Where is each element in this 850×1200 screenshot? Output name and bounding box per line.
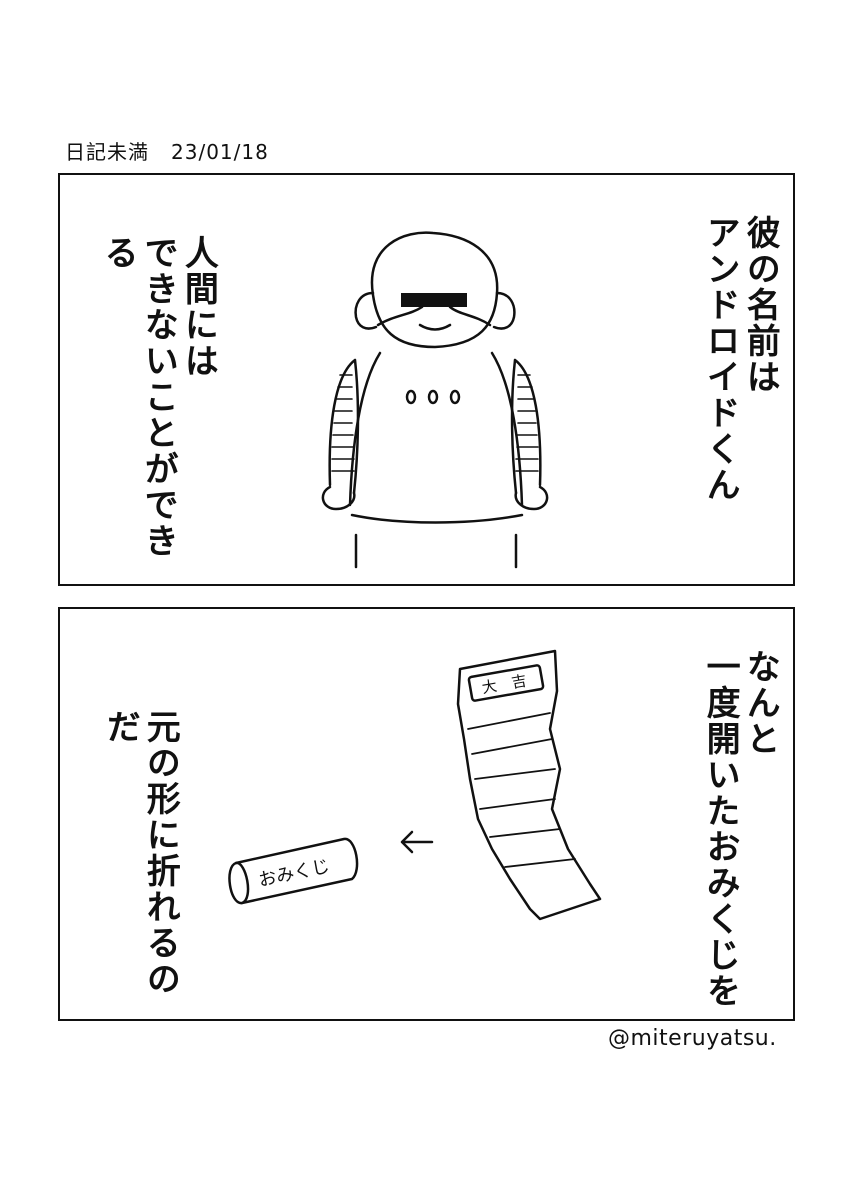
- slip-header-box: [467, 664, 545, 702]
- android-button: [405, 389, 417, 405]
- panel2-narration-right: なんと 一度開いたおみくじを: [700, 649, 780, 1009]
- android-right-ear: [492, 291, 516, 330]
- android-waist: [350, 513, 524, 524]
- android-button: [449, 389, 461, 405]
- comic-panel-2: なんと 一度開いたおみくじを 元の形に折れるのだ 大 吉 おみくじ: [58, 607, 795, 1021]
- narration-line: なんと: [740, 649, 781, 757]
- omikuji-illustration: 大 吉 おみくじ: [228, 649, 602, 921]
- page-header: 日記未満 23/01/18: [65, 136, 269, 165]
- android-face-plate: [376, 305, 492, 327]
- panel1-narration-right: 彼の名前は アンドロイドくん: [700, 215, 780, 503]
- arrow-icon: [400, 830, 434, 854]
- android-visor: [401, 293, 467, 307]
- unfolded-omikuji-slip: [456, 649, 602, 921]
- android-right-hand: [514, 485, 549, 511]
- android-legs: [354, 533, 518, 569]
- android-button: [427, 389, 439, 405]
- narration-line: 彼の名前は: [740, 215, 781, 395]
- narration-line: 一度開いたおみくじを: [700, 649, 741, 1009]
- panel2-narration-left: 元の形に折れるのだ: [100, 709, 180, 1019]
- narration-line: 人間には: [178, 235, 219, 379]
- android-right-arm: [510, 358, 542, 495]
- android-kun-illustration: [321, 231, 549, 569]
- android-left-ear: [354, 291, 378, 330]
- author-credit: @miteruyatsu.: [608, 1026, 777, 1051]
- android-left-hand: [321, 485, 356, 511]
- diary-date: 23/01/18: [171, 140, 269, 164]
- comic-panel-1: 彼の名前は アンドロイドくん 人間には できないことができる: [58, 173, 795, 586]
- android-mouth: [418, 323, 452, 331]
- narration-line: アンドロイドくん: [700, 215, 741, 503]
- rolled-omikuji: [228, 837, 359, 905]
- narration-line: 元の形に折れるのだ: [100, 709, 181, 997]
- diary-title: 日記未満: [65, 140, 149, 164]
- android-left-arm: [328, 358, 360, 495]
- slip-fold-lines: [467, 712, 576, 868]
- android-body-right: [490, 351, 524, 507]
- narration-line: できないことができる: [98, 235, 179, 559]
- panel1-narration-left: 人間には できないことができる: [98, 235, 218, 584]
